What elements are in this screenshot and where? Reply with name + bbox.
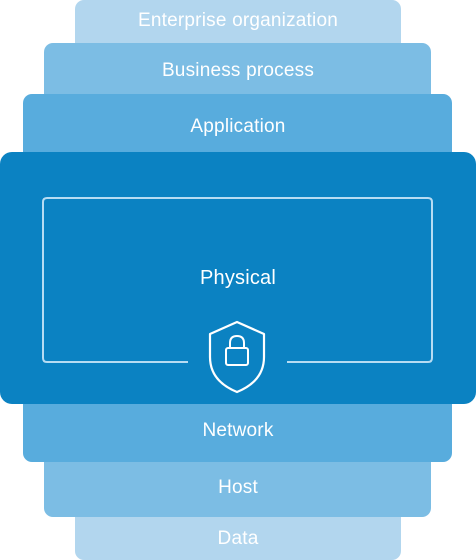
label-enterprise-organization: Enterprise organization <box>138 10 338 31</box>
label-host: Host <box>218 477 258 498</box>
label-data: Data <box>217 528 259 549</box>
label-business-process: Business process <box>161 60 315 81</box>
label-application: Application <box>190 116 286 137</box>
label-network: Network <box>202 420 274 441</box>
label-physical: Physical <box>199 267 277 289</box>
